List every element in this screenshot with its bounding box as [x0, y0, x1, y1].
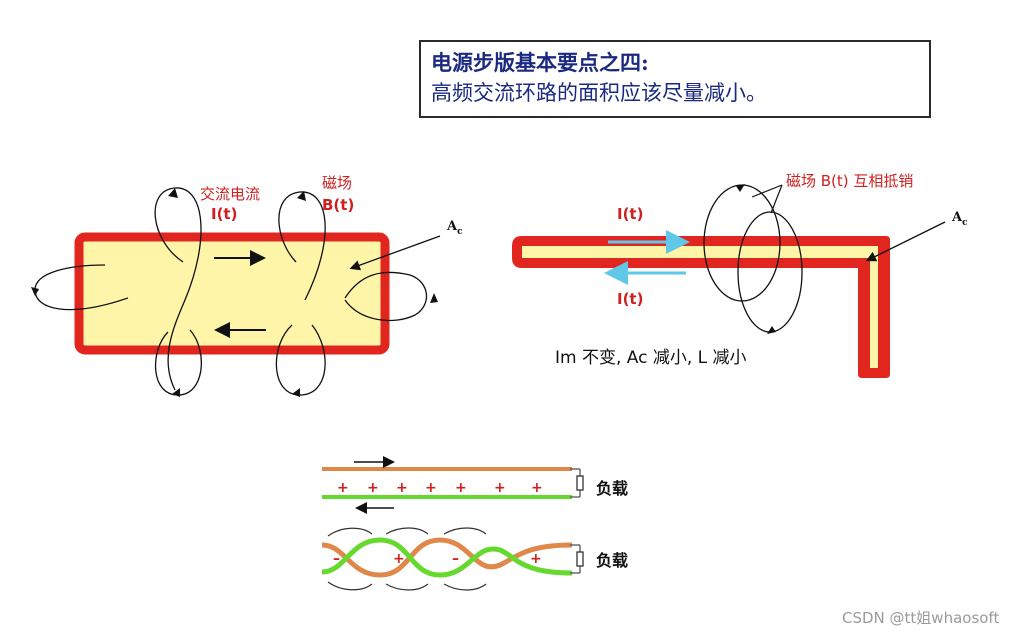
load-resistor-bottom	[576, 551, 584, 567]
arrowhead	[430, 293, 438, 303]
arc	[327, 527, 373, 537]
label-area-right: Ac	[951, 210, 968, 228]
left-current-loop	[74, 232, 390, 355]
plus-sign: +	[494, 480, 506, 496]
label-field-symbol: B(t)	[322, 196, 354, 214]
field-line-top-1	[154, 187, 202, 391]
label-load-bottom: 负载	[596, 551, 628, 570]
wire-twisted-green	[321, 537, 573, 578]
label-current-top: I(t)	[617, 205, 643, 223]
title-box: 电源步版基本要点之四: 高频交流环路的面积应该尽量减小。	[419, 40, 931, 118]
arrowhead	[31, 287, 39, 296]
minus-sign: –	[333, 551, 340, 567]
arrowhead	[168, 188, 178, 198]
field-line-right	[344, 271, 428, 322]
bottom-wiring-diagram: + + + + + + + 负载 – + – + 负载	[321, 456, 628, 591]
twisted-signs: – + – +	[333, 551, 542, 567]
label-current-symbol: I(t)	[211, 205, 237, 223]
load-resistor-top	[576, 475, 584, 491]
area-pointer-arrow-right	[865, 221, 946, 262]
title-line-2: 高频交流环路的面积应该尽量减小。	[431, 81, 767, 105]
plus-sign: +	[337, 480, 349, 496]
area-pointer-arrow	[349, 235, 441, 271]
plus-sign: +	[455, 480, 467, 496]
field-loop-2	[737, 211, 803, 333]
left-field-arrowheads	[31, 188, 438, 397]
field-label-pointer-2	[770, 184, 783, 214]
twisted-field-arcs	[327, 527, 487, 591]
arrowhead	[297, 191, 306, 201]
label-load-top: 负载	[596, 479, 628, 498]
right-loop-diagram: I(t) I(t) 磁场 B(t) 互相抵销 Ac Im 不变, Ac 减小, …	[512, 172, 968, 378]
right-field-arrowheads	[736, 184, 776, 334]
arc	[443, 583, 487, 591]
plus-sign: +	[531, 480, 543, 496]
watermark: CSDN @tt姐whaosoft	[842, 609, 999, 627]
caption-result: Im 不变, Ac 减小, L 减小	[555, 348, 747, 368]
label-field-cancel: 磁场 B(t) 互相抵销	[786, 172, 913, 190]
minus-sign: –	[452, 551, 459, 567]
arc	[443, 527, 487, 535]
plus-signs-parallel: + + + + + + +	[337, 480, 543, 496]
arrowhead	[292, 388, 300, 397]
plus-sign: +	[425, 480, 437, 496]
left-loop-diagram: 交流电流 I(t) 磁场 B(t) Ac	[31, 174, 463, 397]
arrowhead	[736, 184, 745, 192]
label-current-bottom: I(t)	[617, 290, 643, 308]
arc	[327, 581, 373, 591]
label-area: Ac	[446, 219, 463, 237]
arc	[385, 527, 429, 535]
field-line-top-2	[278, 191, 326, 301]
plus-sign: +	[530, 551, 542, 567]
arc	[385, 583, 429, 591]
arrowhead	[172, 388, 180, 397]
field-label-pointer-1	[751, 184, 783, 198]
arrowhead	[767, 326, 776, 334]
label-ac-current: 交流电流	[200, 185, 260, 203]
title-line-1: 电源步版基本要点之四:	[431, 50, 649, 75]
plus-sign: +	[396, 480, 408, 496]
plus-sign: +	[367, 480, 379, 496]
label-magnetic-field: 磁场	[322, 174, 352, 192]
plus-sign: +	[393, 551, 405, 567]
